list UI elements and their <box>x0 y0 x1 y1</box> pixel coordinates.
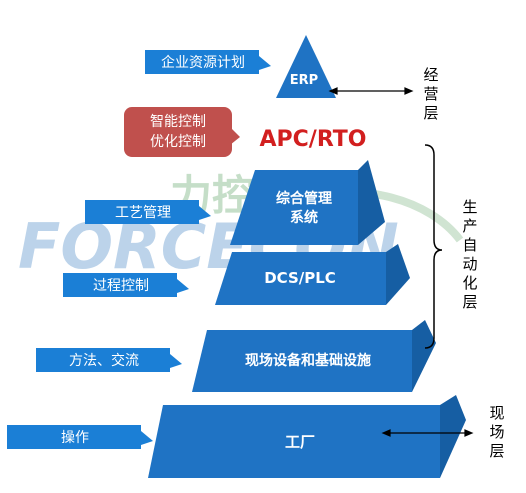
tag-enterprise-resource-planning: 企业资源计划 <box>145 50 275 74</box>
tag-operation-label: 操作 <box>61 430 89 446</box>
pyramid-level-mes-label-line2: 系统 <box>290 209 318 226</box>
erp-double-arrow <box>328 87 414 95</box>
tag-intelligent-control-line2: 优化控制 <box>150 134 206 150</box>
pyramid-level-erp-label: ERP <box>290 73 318 88</box>
pyramid-level-mes: 综合管理 系统 <box>230 160 385 245</box>
tag-intelligent-control-line1: 智能控制 <box>150 114 206 130</box>
tag-intelligent-control: 智能控制 优化控制 <box>124 107 240 157</box>
label-automation-layer: 生产自动化层 <box>462 198 478 311</box>
tag-method-communication-label: 方法、交流 <box>69 353 139 369</box>
tag-operation: 操作 <box>7 425 157 449</box>
pyramid-level-field: 现场设备和基础设施 <box>192 320 436 392</box>
tag-process-control: 过程控制 <box>63 273 193 297</box>
label-management-layer: 经营层 <box>423 66 439 122</box>
tag-arrow-shape <box>63 273 189 297</box>
tag-arrow-shape <box>85 200 211 224</box>
pyramid-level-dcs-label: DCS/PLC <box>264 269 336 287</box>
tag-red-callout-shape <box>124 107 240 157</box>
pyramid-level-field-label: 现场设备和基础设施 <box>245 352 371 369</box>
automation-brace <box>424 144 443 349</box>
field-double-arrow <box>381 429 474 437</box>
tag-process-management-label: 工艺管理 <box>115 205 171 221</box>
tag-arrow-shape <box>145 50 271 74</box>
tag-arrow-shape <box>7 425 153 449</box>
pyramid-level-plant-label: 工厂 <box>285 433 315 451</box>
pyramid-level-apc-label: APC/RTO <box>260 127 367 152</box>
pyramid-level-dcs: DCS/PLC <box>215 244 410 305</box>
tag-process-management: 工艺管理 <box>85 200 215 224</box>
pyramid-level-apc: APC/RTO <box>258 112 367 162</box>
pyramid-level-plant: 工厂 <box>148 395 466 478</box>
pyramid-level-erp: ERP <box>276 35 336 98</box>
tag-process-control-label: 过程控制 <box>93 278 149 294</box>
tag-method-communication: 方法、交流 <box>36 348 186 372</box>
tag-enterprise-resource-planning-label: 企业资源计划 <box>161 55 245 71</box>
pyramid-level-mes-label-line1: 综合管理 <box>276 190 332 207</box>
label-field-layer: 现场层 <box>489 404 505 460</box>
tag-arrow-shape <box>36 348 182 372</box>
